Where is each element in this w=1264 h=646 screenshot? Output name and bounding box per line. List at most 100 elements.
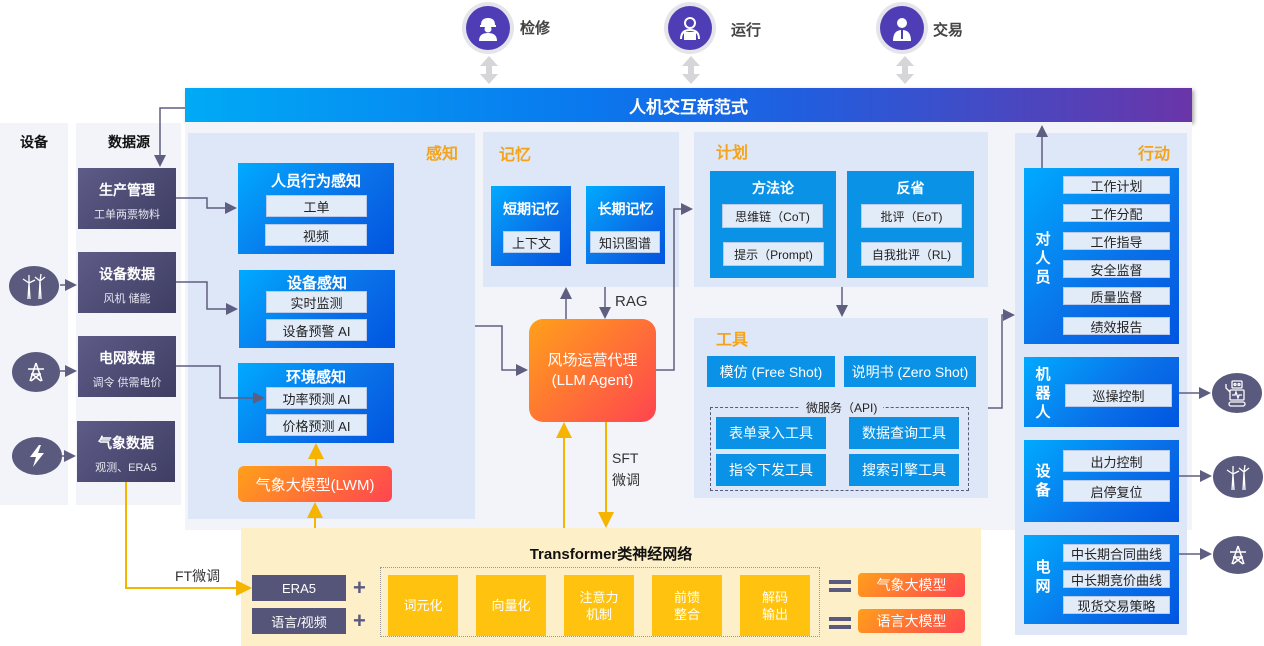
action-item[interactable]: 安全监督 [1063, 260, 1170, 278]
action-item[interactable]: 巡操控制 [1065, 384, 1172, 407]
action-item[interactable]: 出力控制 [1063, 450, 1170, 472]
step-vectorize[interactable]: 向量化 [476, 575, 546, 636]
action-robot-label: 机器人 [1035, 366, 1051, 421]
action-item[interactable]: 启停复位 [1063, 480, 1170, 502]
step-attention[interactable]: 注意力机制 [564, 575, 634, 636]
planning-item[interactable]: 批评（EoT) [861, 204, 962, 228]
devices-column-title: 设备 [20, 134, 48, 150]
source-title: 电网数据 [99, 350, 155, 366]
plus-icon: + [353, 575, 366, 600]
output-language-model[interactable]: 语言大模型 [858, 609, 965, 633]
step-label: 机制 [585, 606, 612, 622]
operator-icon [680, 17, 700, 40]
microservice-tool[interactable]: 搜索引擎工具 [849, 454, 959, 486]
source-grid[interactable]: 电网数据调令 供需电价 [78, 336, 176, 397]
action-item[interactable]: 工作指导 [1063, 232, 1170, 250]
weather-device [12, 437, 62, 475]
source-title: 气象数据 [98, 435, 154, 451]
source-sub: 风机 储能 [103, 293, 151, 305]
input-era5[interactable]: ERA5 [252, 575, 346, 601]
action-item[interactable]: 质量监督 [1063, 287, 1170, 305]
action-item[interactable]: 中长期合同曲线 [1063, 544, 1170, 562]
perception-item[interactable]: 实时监测 [266, 291, 367, 313]
step-label: 解码 [761, 589, 788, 605]
step-decode[interactable]: 解码输出 [740, 575, 810, 636]
step-feedforward[interactable]: 前馈整合 [652, 575, 722, 636]
tool-free-shot[interactable]: 模仿 (Free Shot) [707, 356, 835, 387]
action-people-label: 对人员 [1035, 231, 1051, 286]
memory-box-title: 长期记忆 [597, 201, 654, 217]
memory-item[interactable]: 上下文 [503, 231, 560, 253]
agent-subtitle: (LLM Agent) [551, 371, 634, 389]
robot-icon [1225, 380, 1246, 407]
llm-agent[interactable]: 风场运营代理 (LLM Agent) [529, 319, 656, 422]
perception-item[interactable]: 设备预警 AI [266, 319, 367, 341]
transformer-title: Transformer类神经网络 [529, 546, 693, 563]
reflection-title: 反省 [896, 180, 925, 196]
step-label: 输出 [761, 606, 788, 622]
robot-target [1212, 373, 1262, 413]
memory-item[interactable]: 知识图谱 [590, 231, 660, 253]
step-label: 词元化 [403, 598, 443, 613]
step-tokenize[interactable]: 词元化 [388, 575, 458, 636]
equals-icon [829, 617, 851, 629]
power-tower-icon [1230, 545, 1246, 565]
sft-label: SFT [612, 450, 639, 466]
sft-finetune-label: 微调 [612, 472, 640, 488]
persona-label: 检修 [520, 20, 551, 37]
action-item[interactable]: 工作计划 [1063, 176, 1170, 194]
source-weather[interactable]: 气象数据观测、ERA5 [77, 421, 175, 482]
transformer-steps-group [380, 567, 820, 637]
group-title: 环境感知 [285, 369, 346, 386]
maintenance-worker-icon [479, 18, 497, 41]
grid-target [1213, 536, 1263, 574]
memory-title: 记忆 [499, 147, 532, 164]
power-tower-device [12, 352, 60, 392]
tools-title: 工具 [716, 332, 749, 349]
planning-item[interactable]: 思维链（CoT) [722, 204, 823, 228]
perception-item[interactable]: 视频 [265, 224, 367, 246]
banner-title: 人机交互新范式 [629, 97, 748, 117]
perception-item[interactable]: 价格预测 AI [266, 414, 367, 436]
agent-title: 风场运营代理 [547, 351, 638, 369]
source-production[interactable]: 生产管理工单两票物料 [78, 168, 176, 229]
action-item[interactable]: 工作分配 [1063, 204, 1170, 222]
lightning-icon [30, 445, 44, 467]
planning-title: 计划 [716, 145, 749, 162]
wind-turbine-icon [22, 273, 46, 300]
source-equipment[interactable]: 设备数据风机 储能 [78, 252, 176, 313]
source-sub: 调令 供需电价 [92, 377, 162, 389]
step-label: 注意力 [579, 589, 619, 605]
output-weather-model[interactable]: 气象大模型 [858, 573, 965, 597]
group-title: 设备感知 [286, 275, 347, 292]
perception-item[interactable]: 工单 [266, 195, 367, 217]
action-device-label: 设备 [1035, 463, 1051, 499]
microservice-tool[interactable]: 指令下发工具 [716, 454, 826, 486]
methodology-title: 方法论 [752, 180, 794, 196]
plus-icon: + [353, 608, 366, 633]
tool-zero-shot[interactable]: 说明书 (Zero Shot) [844, 356, 976, 387]
memory-box-title: 短期记忆 [503, 201, 559, 217]
maintenance-persona [462, 2, 514, 54]
sources-column-title: 数据源 [108, 134, 150, 150]
source-sub: 工单两票物料 [94, 209, 160, 221]
operator-persona [664, 2, 716, 54]
action-grid-label: 电网 [1035, 559, 1051, 595]
planning-item[interactable]: 自我批评（RL) [861, 242, 962, 266]
equals-icon [829, 580, 851, 592]
action-item[interactable]: 现货交易策略 [1063, 596, 1170, 614]
action-item[interactable]: 绩效报告 [1063, 317, 1170, 335]
action-item[interactable]: 中长期竞价曲线 [1063, 570, 1170, 588]
microservice-tool[interactable]: 表单录入工具 [716, 417, 826, 449]
input-language-video[interactable]: 语言/视频 [252, 608, 346, 634]
wind-turbine-icon [1226, 464, 1250, 491]
planning-item[interactable]: 提示（Prompt) [723, 242, 824, 266]
step-label: 向量化 [491, 598, 531, 613]
perception-item[interactable]: 功率预测 AI [266, 387, 367, 409]
weather-model-lwm[interactable]: 气象大模型(LWM) [238, 466, 392, 502]
turbine-target [1213, 456, 1263, 498]
microservice-tool[interactable]: 数据查询工具 [849, 417, 959, 449]
action-people [1024, 168, 1179, 344]
step-label: 整合 [673, 606, 700, 622]
source-title: 生产管理 [99, 182, 155, 198]
